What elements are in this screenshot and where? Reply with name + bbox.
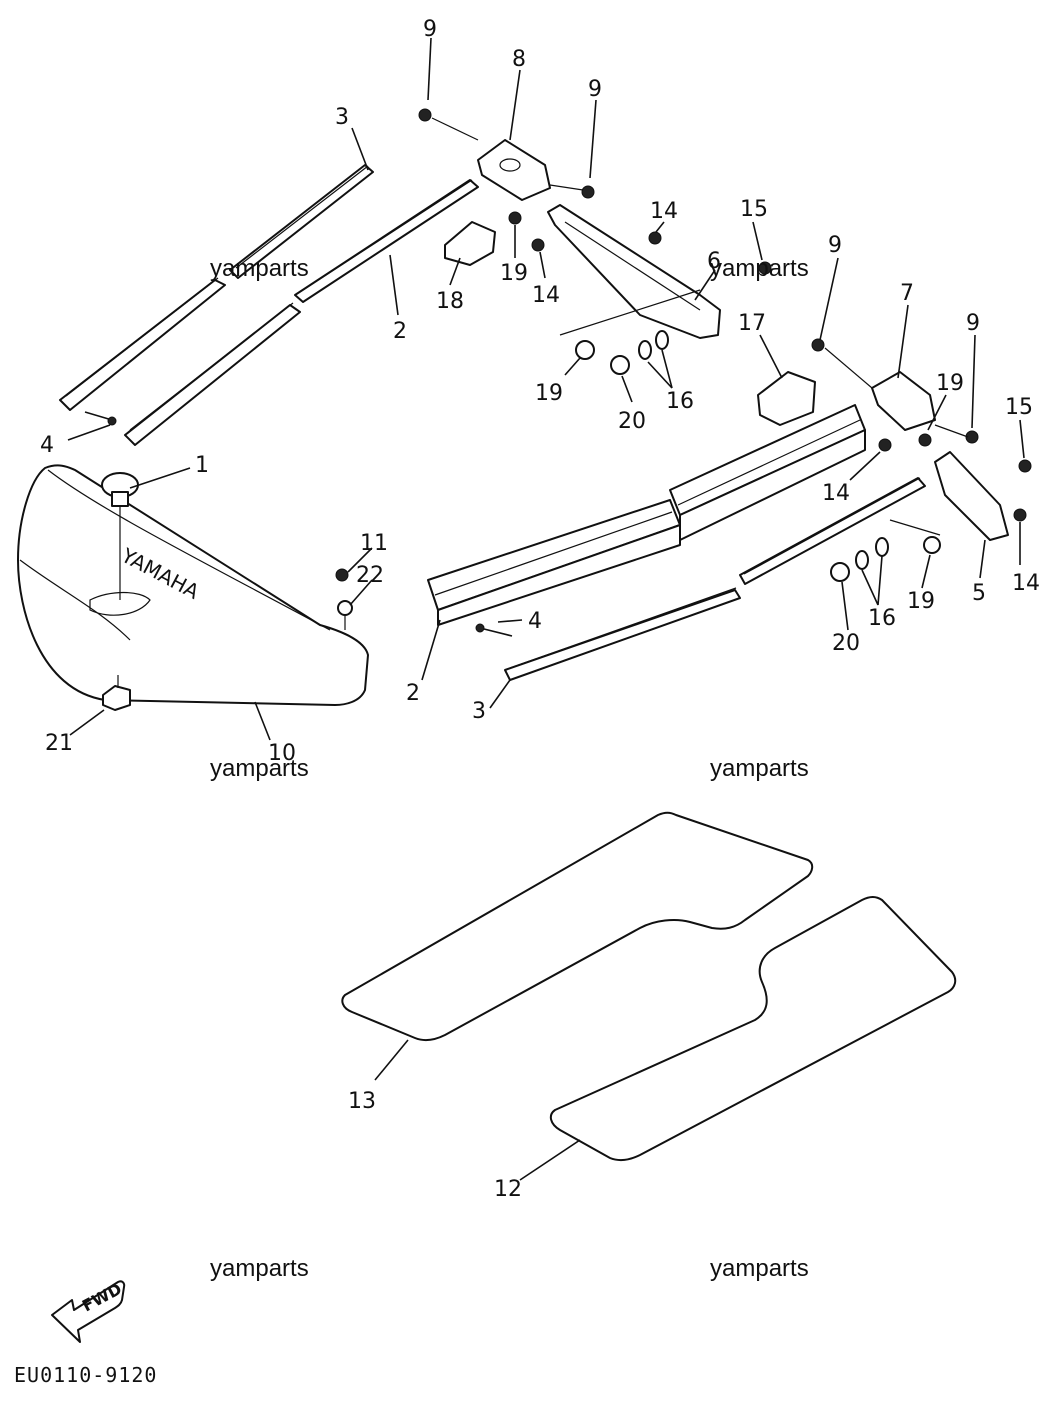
callout-16: 16 (868, 606, 896, 631)
callout-19: 19 (500, 261, 528, 286)
callout-1: 1 (195, 453, 209, 478)
callout-20: 20 (618, 409, 646, 434)
callout-3: 3 (335, 105, 349, 130)
callout-8: 8 (512, 47, 526, 72)
rail-trim-left-upper (59, 164, 479, 446)
callout-9: 9 (828, 233, 842, 258)
callout-9: 9 (588, 77, 602, 102)
callout-9: 9 (423, 17, 437, 42)
nut-21 (102, 675, 131, 711)
bracket-8 (477, 139, 551, 201)
callout-14: 14 (1012, 571, 1040, 596)
callout-4: 4 (528, 609, 542, 634)
hardware (418, 108, 1032, 582)
clip-17 (757, 371, 816, 426)
leader-lines (67, 37, 1025, 1181)
callout-5: 5 (972, 581, 986, 606)
callout-11: 11 (360, 531, 388, 556)
rivet-left-upper (84, 411, 117, 426)
screw-11 (335, 568, 349, 582)
callout-15: 15 (740, 197, 768, 222)
callouts: 9 8 9 3 2 18 19 14 14 15 6 17 19 20 16 9… (40, 17, 1040, 1202)
diagram-code: EU0110-9120 (14, 1363, 157, 1387)
mat-13 (341, 811, 814, 1042)
callout-20: 20 (832, 631, 860, 656)
watermark-text: yamparts (210, 255, 309, 282)
trim-right-lower (504, 477, 926, 681)
callout-22: 22 (356, 563, 384, 588)
callout-16: 16 (666, 389, 694, 414)
callout-17: 17 (738, 311, 766, 336)
watermarks: yamparts yamparts yamparts yamparts yamp… (210, 255, 809, 1282)
bracket-5 (934, 451, 1009, 541)
watermark-text: yamparts (210, 1255, 309, 1282)
callout-14: 14 (532, 283, 560, 308)
washer-22 (337, 600, 353, 630)
callout-2: 2 (406, 681, 420, 706)
callout-19: 19 (907, 589, 935, 614)
callout-14: 14 (650, 199, 678, 224)
callout-2: 2 (393, 319, 407, 344)
callout-15: 15 (1005, 395, 1033, 420)
rivet-right-lower (475, 623, 513, 637)
callout-21: 21 (45, 731, 73, 756)
bumper-10: YAMAHA (17, 464, 369, 706)
callout-18: 18 (436, 289, 464, 314)
watermark-text: yamparts (710, 1255, 809, 1282)
callout-9: 9 (966, 311, 980, 336)
callout-4: 4 (40, 433, 54, 458)
callout-10: 10 (268, 741, 296, 766)
bracket-6 (547, 204, 721, 339)
callout-13: 13 (348, 1089, 376, 1114)
callout-6: 6 (707, 249, 721, 274)
rail-right-lower (427, 404, 866, 626)
callout-19: 19 (535, 381, 563, 406)
callout-7: 7 (900, 281, 914, 306)
fwd-arrow-icon: FWD (51, 1279, 126, 1343)
callout-19: 19 (936, 371, 964, 396)
clip-18 (444, 221, 496, 266)
callout-12: 12 (494, 1177, 522, 1202)
callout-14: 14 (822, 481, 850, 506)
mat-12 (549, 896, 957, 1162)
callout-3: 3 (472, 699, 486, 724)
watermark-text: yamparts (710, 755, 809, 782)
plug-1 (101, 472, 139, 600)
watermark-text: yamparts (710, 255, 809, 282)
bracket-7 (871, 371, 936, 431)
watermark-text: yamparts (210, 755, 309, 782)
